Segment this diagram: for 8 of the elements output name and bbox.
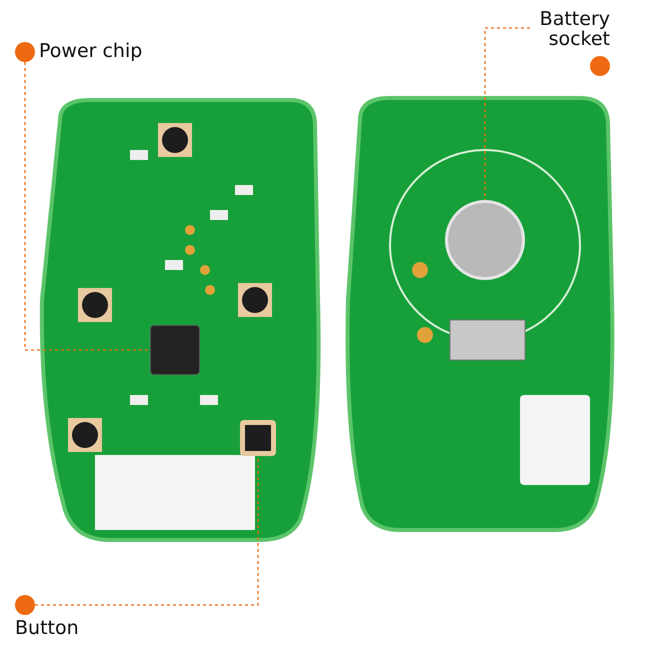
leader-line (24, 62, 150, 351)
callout-label: Button (15, 619, 79, 639)
tactile-switch (240, 420, 276, 456)
leader-line (35, 456, 259, 606)
leader-line (484, 27, 530, 200)
callout-label: Battery socket (538, 10, 610, 50)
callout-label: Power chip (39, 42, 142, 62)
chip (150, 325, 200, 375)
